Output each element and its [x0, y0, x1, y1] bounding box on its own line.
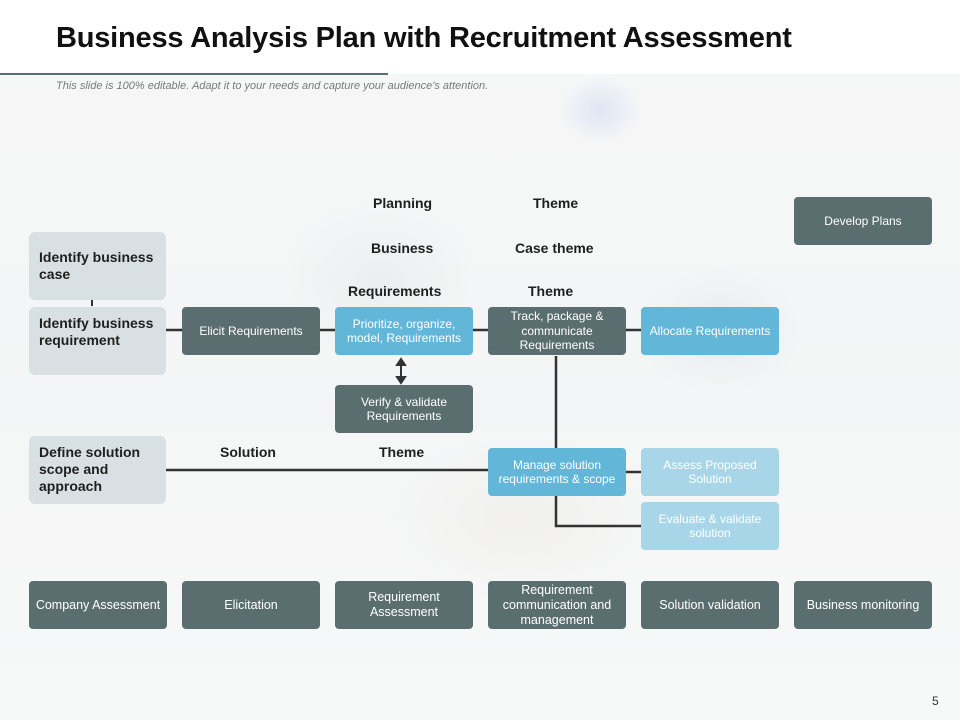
side-identify-business-case: Identify business case: [29, 232, 166, 300]
connector-manage-evaluate: [554, 496, 641, 528]
side-define-solution-scope: Define solution scope and approach: [29, 436, 166, 504]
label-theme-1: Theme: [533, 195, 579, 211]
box-assess-proposed-solution: Assess Proposed Solution: [641, 448, 779, 496]
arrow-double-head-top: [395, 357, 407, 366]
box-develop-plans: Develop Plans: [794, 197, 932, 245]
box-prioritize-requirements: Prioritize, organize, model, Requirement…: [335, 307, 473, 355]
label-theme-3: Theme: [379, 444, 425, 460]
bottom-elicitation: Elicitation: [182, 581, 320, 629]
label-solution: Solution: [220, 444, 276, 460]
bottom-solution-validation: Solution validation: [641, 581, 779, 629]
bottom-company-assessment: Company Assessment: [29, 581, 167, 629]
box-evaluate-validate-solution: Evaluate & validate solution: [641, 502, 779, 550]
box-manage-solution-scope: Manage solution requirements & scope: [488, 448, 626, 496]
box-track-package-requirements: Track, package & communicate Requirement…: [488, 307, 626, 355]
box-verify-validate-requirements: Verify & validate Requirements: [335, 385, 473, 433]
label-theme-2: Theme: [528, 283, 574, 299]
bottom-requirement-assessment: Requirement Assessment: [335, 581, 473, 629]
box-elicit-requirements: Elicit Requirements: [182, 307, 320, 355]
slide-title: Business Analysis Plan with Recruitment …: [56, 22, 792, 54]
title-underline: [0, 73, 388, 75]
page-number: 5: [932, 694, 939, 708]
label-business: Business: [371, 240, 434, 256]
arrow-double-head-bottom: [395, 376, 407, 385]
label-case-theme: Case theme: [515, 240, 594, 256]
label-planning: Planning: [373, 195, 433, 211]
slide-subtitle: This slide is 100% editable. Adapt it to…: [56, 80, 489, 92]
label-requirements: Requirements: [348, 283, 442, 299]
bottom-requirement-communication: Requirement communication and management: [488, 581, 626, 629]
header-band: [0, 0, 960, 74]
bottom-business-monitoring: Business monitoring: [794, 581, 932, 629]
side-identify-business-requirement: Identify business requirement: [29, 307, 166, 375]
box-allocate-requirements: Allocate Requirements: [641, 307, 779, 355]
